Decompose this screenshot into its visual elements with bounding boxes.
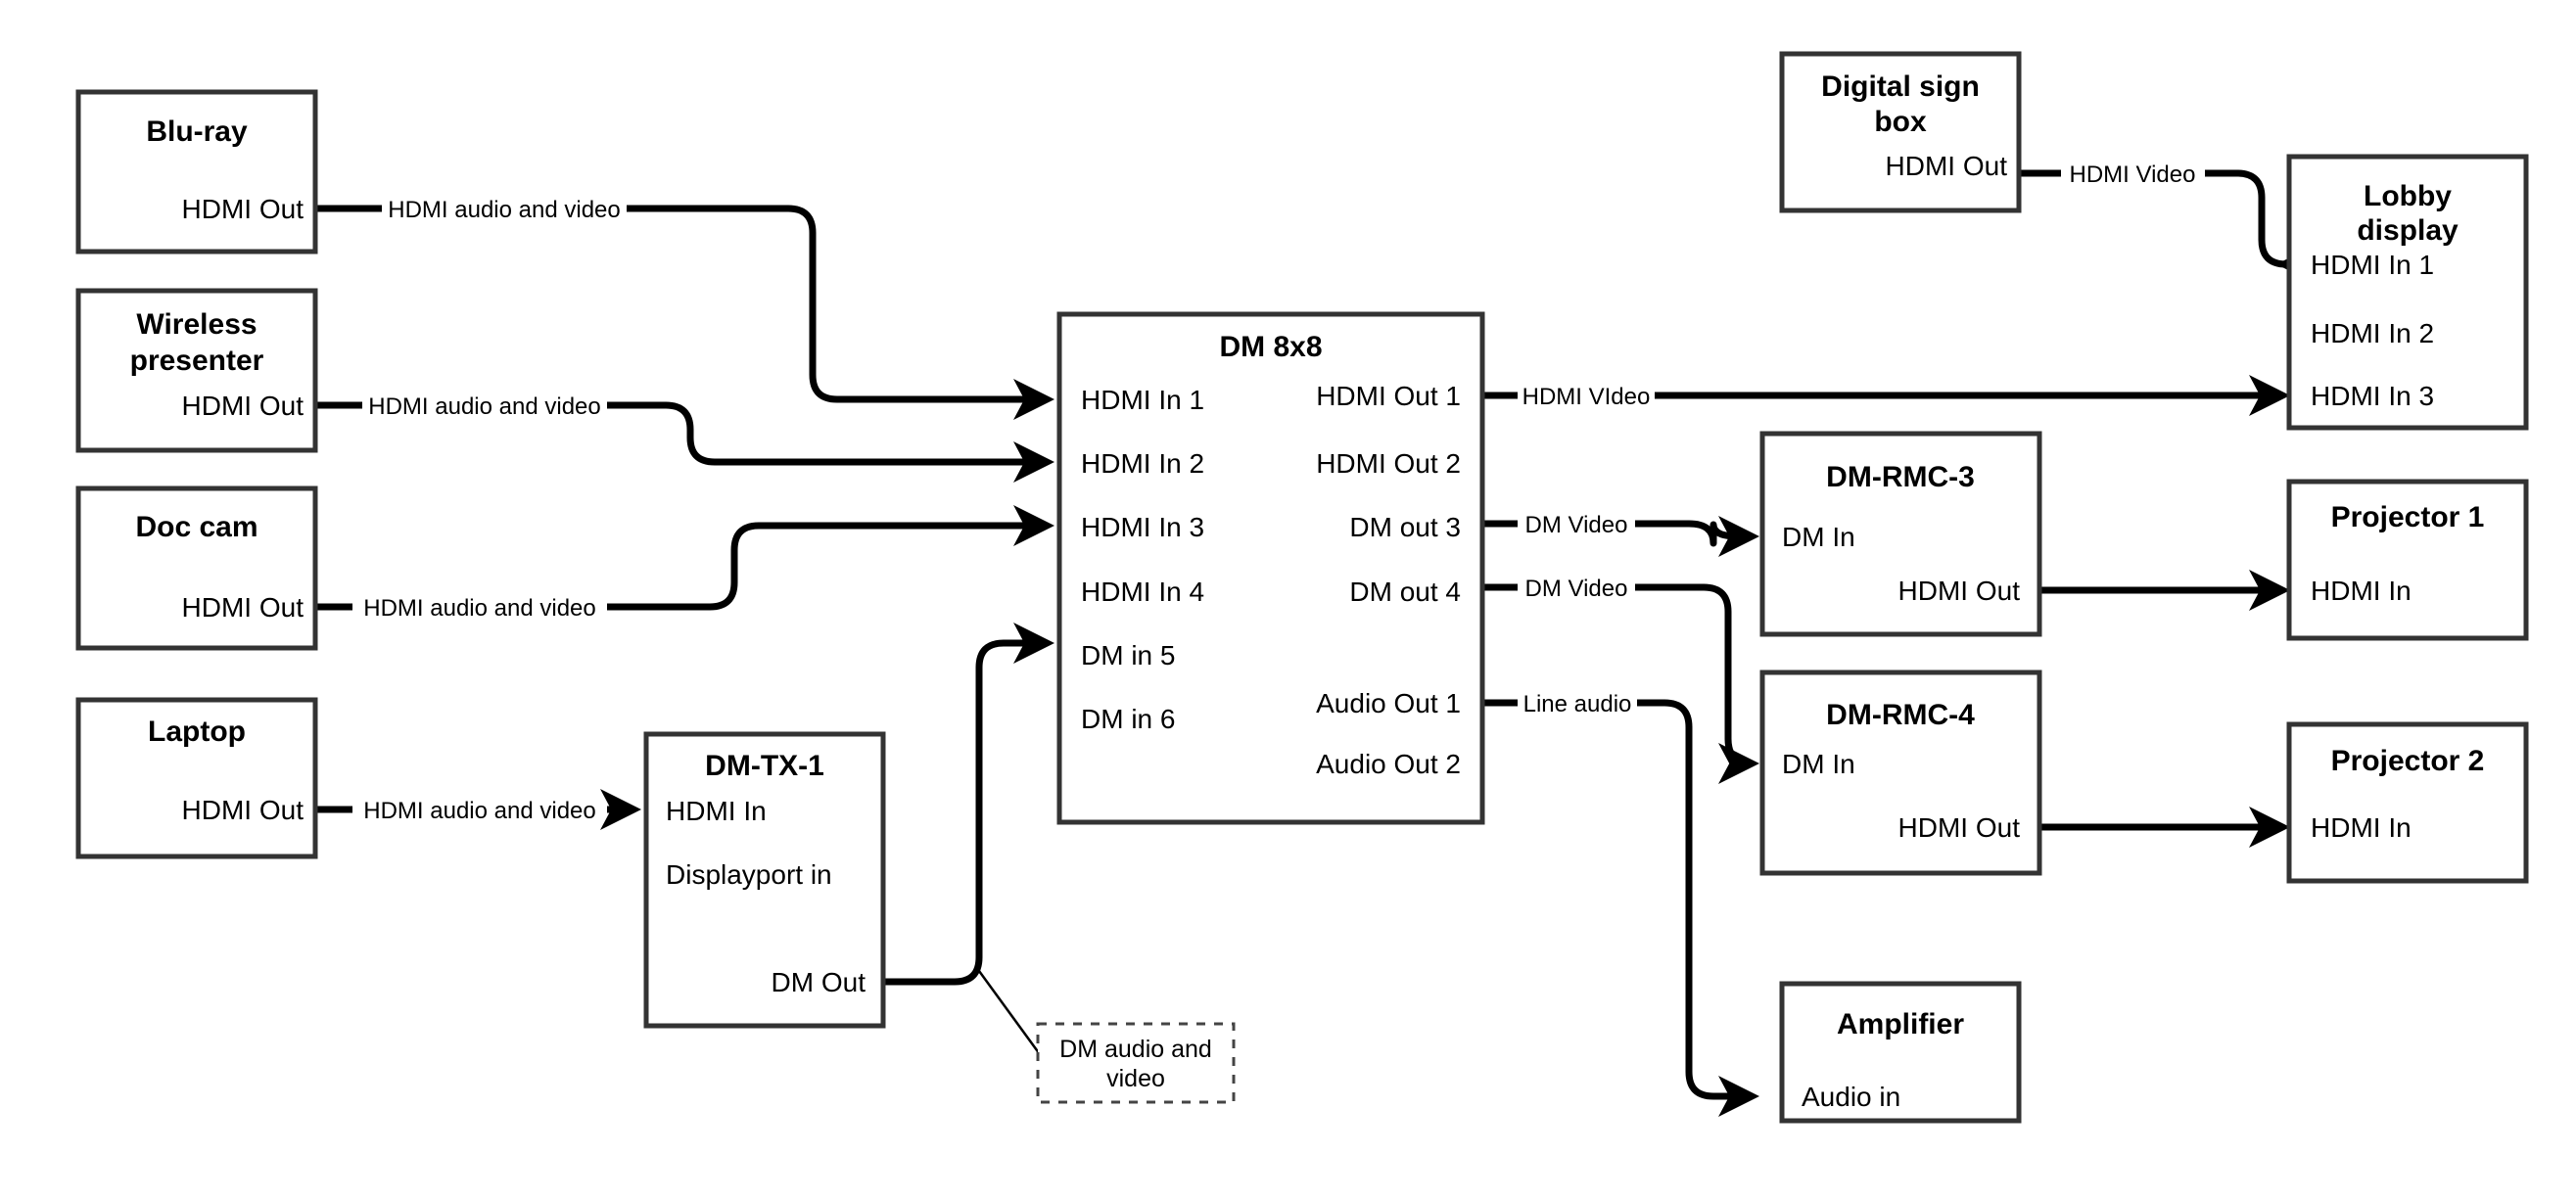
- wire-dmtx1-to-dm-in5: [883, 623, 1054, 986]
- dm-rmc-4-port-dm-in: DM In: [1782, 749, 1855, 779]
- digital-sign-box-port-hdmi-out: HDMI Out: [1886, 151, 2008, 181]
- dm-rmc-4-title: DM-RMC-4: [1826, 699, 1975, 731]
- doc-cam-title: Doc cam: [135, 511, 258, 543]
- device-box-dm-tx-1[interactable]: [643, 731, 886, 1029]
- link-label-wireless-to-dm: HDMI audio and video: [368, 393, 600, 420]
- dm-rmc-4-port-hdmi-out: HDMI Out: [1898, 812, 2021, 843]
- device-box-wireless-presenter[interactable]: [75, 288, 318, 453]
- wireless-presenter-title-line1: Wireless: [136, 308, 257, 341]
- projector-2-title: Projector 2: [2331, 745, 2485, 777]
- callout-dm-audio-video-line1: DM audio and: [1059, 1036, 1212, 1063]
- wire-signbox-to-lobby-in1: [2019, 169, 2286, 264]
- device-box-dm-rmc-4[interactable]: [1759, 670, 2042, 876]
- amplifier-port-audio-in: Audio in: [1802, 1082, 1900, 1112]
- link-label-dm-audio1-to-amp: Line audio: [1523, 691, 1632, 717]
- doc-cam-port-hdmi-out: HDMI Out: [182, 592, 304, 623]
- link-label-laptop-to-tx: HDMI audio and video: [363, 798, 595, 824]
- dm-8x8-input-hdmi-in-1: HDMI In 1: [1081, 385, 1204, 415]
- wireless-presenter-title-line2: presenter: [130, 345, 264, 377]
- lobby-display-input-hdmi-in-2: HDMI In 2: [2311, 318, 2434, 348]
- dm-rmc-3-title: DM-RMC-3: [1826, 461, 1975, 493]
- dm-tx-1-title: DM-TX-1: [705, 750, 824, 782]
- wire-wireless-to-dm-in2: [315, 401, 1048, 462]
- lobby-display-input-hdmi-in-3: HDMI In 3: [2311, 381, 2434, 411]
- wireless-presenter-port-hdmi-out: HDMI Out: [182, 391, 304, 421]
- device-box-lobby-display[interactable]: [2286, 154, 2529, 431]
- device-box-dm-8x8[interactable]: [1056, 311, 1485, 825]
- dm-rmc-3-port-hdmi-out: HDMI Out: [1898, 576, 2021, 606]
- projector-1-title: Projector 1: [2331, 501, 2485, 533]
- dm-8x8-output-hdmi-out-1: HDMI Out 1: [1316, 381, 1461, 411]
- dm-tx-1-port-displayport-in: Displayport in: [666, 859, 832, 890]
- link-label-signbox-to-lobby: HDMI Video: [2070, 162, 2196, 188]
- projector-1-port-hdmi-in: HDMI In: [2311, 576, 2412, 606]
- link-label-bluray-to-dm: HDMI audio and video: [388, 197, 620, 223]
- link-label-dm-out3-to-rmc3: DM Video: [1525, 512, 1628, 538]
- dm-8x8-output-dm-out-3: DM out 3: [1349, 512, 1461, 542]
- dm-8x8-input-hdmi-in-3: HDMI In 3: [1081, 512, 1204, 542]
- lobby-display-input-hdmi-in-1: HDMI In 1: [2311, 250, 2434, 280]
- dm-8x8-output-audio-out-2: Audio Out 2: [1316, 749, 1461, 779]
- dm-8x8-output-audio-out-1: Audio Out 1: [1316, 688, 1461, 718]
- digital-sign-box-title-line2: box: [1874, 106, 1927, 138]
- lobby-display-title-line2: display: [2357, 214, 2459, 247]
- dm-8x8-input-hdmi-in-2: HDMI In 2: [1081, 448, 1204, 479]
- callout-dm-audio-video-line2: video: [1106, 1065, 1165, 1092]
- lobby-display-title-line1: Lobby: [2364, 180, 2452, 212]
- dm-8x8-output-dm-out-4: DM out 4: [1349, 577, 1461, 607]
- bluray-port-hdmi-out: HDMI Out: [182, 194, 304, 224]
- device-box-bluray[interactable]: [75, 89, 318, 254]
- wire-dm-out3-to-rmc3: [1484, 524, 1753, 543]
- dm-tx-1-port-hdmi-in: HDMI In: [666, 796, 767, 826]
- wire-dm-out4-to-rmc4: [1484, 583, 1753, 763]
- callout-box-dm-audio-video: [1036, 1022, 1236, 1104]
- laptop-title: Laptop: [148, 716, 246, 748]
- dm-rmc-3-port-dm-in: DM In: [1782, 522, 1855, 552]
- device-box-amplifier[interactable]: [1779, 981, 2022, 1124]
- dm-8x8-input-dm-in-5: DM in 5: [1081, 640, 1175, 670]
- device-box-dm-rmc-3[interactable]: [1759, 431, 2042, 637]
- dm-8x8-input-dm-in-6: DM in 6: [1081, 704, 1175, 734]
- device-box-doc-cam[interactable]: [75, 485, 318, 651]
- amplifier-title: Amplifier: [1837, 1008, 1964, 1040]
- link-label-dm-out4-to-rmc4: DM Video: [1525, 576, 1628, 602]
- digital-sign-box-title-line1: Digital sign: [1821, 70, 1980, 103]
- device-box-projector-2[interactable]: [2286, 721, 2529, 884]
- link-label-dm-out1-to-lobby: HDMI VIdeo: [1522, 384, 1651, 410]
- device-box-laptop[interactable]: [75, 697, 318, 859]
- link-label-doccam-to-dm: HDMI audio and video: [363, 595, 595, 622]
- wire-doccam-to-dm-in3: [315, 526, 1048, 611]
- wire-dm-audio1-to-amplifier: [1484, 699, 1753, 1096]
- wire-bluray-to-dm-in1: [315, 205, 1048, 399]
- device-box-projector-1[interactable]: [2286, 479, 2529, 641]
- dm-8x8-title: DM 8x8: [1219, 331, 1322, 363]
- dm-8x8-output-hdmi-out-2: HDMI Out 2: [1316, 448, 1461, 479]
- bluray-title: Blu-ray: [146, 115, 248, 148]
- device-box-digital-sign-box[interactable]: [1779, 51, 2022, 213]
- dm-tx-1-port-dm-out: DM Out: [772, 967, 866, 997]
- laptop-port-hdmi-out: HDMI Out: [182, 795, 304, 825]
- dm-8x8-input-hdmi-in-4: HDMI In 4: [1081, 577, 1204, 607]
- projector-2-port-hdmi-in: HDMI In: [2311, 812, 2412, 843]
